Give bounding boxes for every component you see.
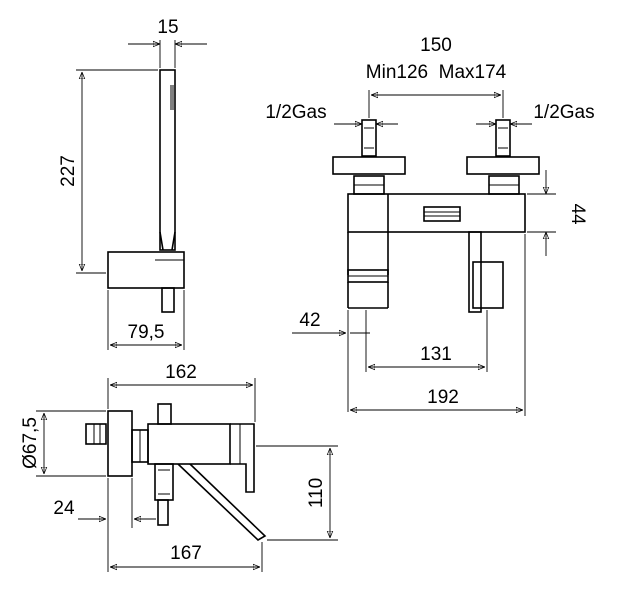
dim-inlet-projection: 24	[53, 478, 156, 528]
dim-wall-to-spout-tip: 167	[107, 478, 263, 572]
side-view: 162 Ø67,5 24 110 167	[20, 362, 338, 572]
dim-wall-to-front: 162	[107, 362, 256, 422]
dim-spout-drop: 110	[256, 445, 338, 541]
dim-label-min-max: Min126 Max174	[366, 62, 507, 83]
dim-left-offset: 42	[292, 310, 370, 412]
dim-label-15: 15	[157, 17, 178, 38]
dim-label-44: 44	[567, 203, 588, 225]
dim-center-distance: 150 Min126 Max174	[366, 35, 507, 118]
dim-label-131: 131	[420, 344, 452, 365]
dim-body-height: 44	[527, 170, 588, 256]
dim-label-24: 24	[53, 498, 75, 519]
inlet-labels: 1/2Gas 1/2Gas	[265, 102, 595, 124]
dim-overall-width: 192	[350, 234, 526, 416]
dim-spout-distance: 131	[365, 310, 488, 372]
inlet-label-left: 1/2Gas	[265, 102, 326, 123]
side-view-geometry	[85, 403, 267, 541]
dim-label-110: 110	[306, 478, 327, 508]
dim-label-227: 227	[58, 155, 79, 187]
dim-label-79-5: 79,5	[128, 322, 165, 343]
dim-label-192: 192	[427, 387, 459, 408]
dim-label-167: 167	[170, 543, 202, 564]
hand-shower-geometry	[107, 69, 185, 313]
inlet-label-right: 1/2Gas	[533, 102, 594, 123]
front-view-geometry	[332, 119, 540, 313]
dim-label-42: 42	[299, 310, 320, 331]
hand-shower-view: 15 227 79,5	[58, 17, 207, 350]
dim-rosette-diameter: Ø67,5	[20, 410, 106, 477]
dim-label-162: 162	[165, 362, 197, 383]
dim-label-150: 150	[420, 35, 452, 56]
front-view: 1/2Gas 1/2Gas 150 Min126 Max174 44 42	[265, 35, 595, 416]
dim-label-diameter: Ø67,5	[20, 417, 41, 469]
dim-hand-shower-width: 15	[128, 17, 207, 68]
dim-hand-shower-height: 227	[58, 69, 158, 274]
dim-holder-depth: 79,5	[107, 290, 185, 350]
